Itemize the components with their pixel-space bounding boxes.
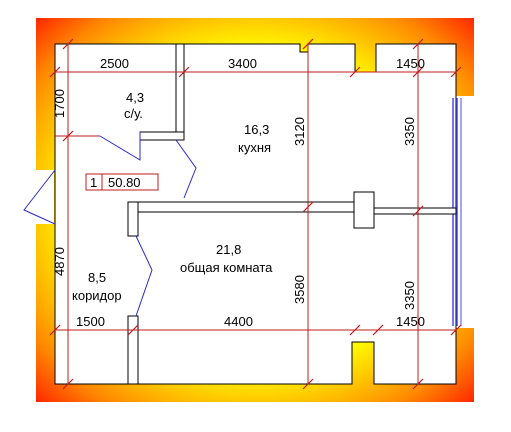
wall-bath-kitchen [175,43,185,137]
wall-column [353,191,375,229]
dimension-lines [55,44,456,384]
dim-kitchen-height: 3120 [292,117,307,146]
window-opening-right [455,96,477,328]
dim-bottom-left: 1500 [76,314,105,329]
living-area: 21,8 [216,242,241,257]
bathroom-area: 4,3 [126,90,144,105]
entrance-opening [24,170,54,224]
kitchen-name: кухня [238,140,271,155]
interior-walls [127,43,457,385]
dim-top-middle: 3400 [228,56,257,71]
corridor-name: коридор [72,288,122,303]
apartment-total-area: 50.80 [108,175,141,190]
dim-top-left: 2500 [100,56,129,71]
kitchen-area: 16,3 [244,122,269,137]
dim-right-lower: 3350 [402,281,417,310]
bathroom-name: с/у. [124,106,143,121]
dimension-ticks [49,38,462,390]
dim-left-upper: 1700 [52,89,67,118]
wall-kitchen-living [127,201,365,213]
living-door-swing [135,235,153,317]
dim-bottom-middle: 4400 [224,314,253,329]
wall-bath-bottom [139,131,185,141]
dim-left-lower: 4870 [52,247,67,276]
dim-bottom-right: 1450 [396,314,425,329]
apartment-label-box: 1 50.80 [85,173,159,191]
dim-right-upper: 3350 [402,117,417,146]
wall-right-partition [373,207,457,215]
doors [23,132,197,317]
entrance-door-swing [23,169,56,225]
apartment-number: 1 [90,175,97,190]
living-name: общая комната [180,260,273,275]
kitchen-door-swing [175,139,197,199]
corridor-area: 8,5 [88,270,106,285]
wall-corridor-bottom [127,315,139,385]
dim-top-right: 1450 [396,56,425,71]
wall-corridor-stub [127,201,139,237]
dim-living-height: 3580 [292,275,307,304]
bath-door-swing [99,132,141,161]
